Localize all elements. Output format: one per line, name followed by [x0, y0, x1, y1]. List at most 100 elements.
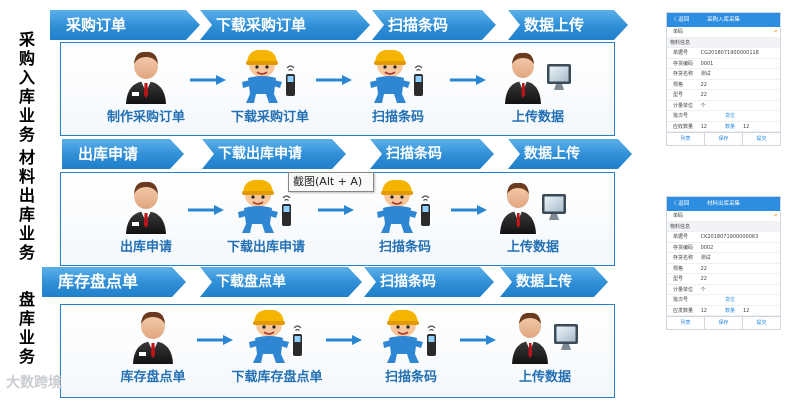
field-label: 应发数量 — [673, 307, 694, 314]
field-label: 规格 — [673, 81, 684, 88]
field-label: 数量 — [725, 307, 736, 314]
flow-arrow — [451, 200, 487, 215]
stage-banner: 采购订单 — [50, 10, 200, 40]
scan-row[interactable]: 单码⌗ — [667, 27, 780, 38]
form-row[interactable]: 批次号 货位 — [667, 295, 780, 306]
mobile-title: 材料出库采集 — [706, 201, 740, 207]
scan-icon[interactable]: ⌗ — [774, 29, 777, 35]
workflow-step: 扫描条码 — [346, 308, 476, 385]
step-caption: 下载库存盘点单 — [231, 370, 323, 385]
mobile-title: 采购入库采集 — [706, 17, 740, 23]
mobile-header: 〈 返回 采购入库采集 — [667, 13, 780, 27]
workflow-step: 制作采购订单 — [81, 48, 211, 125]
scanner-worker-icon — [333, 48, 463, 104]
form-row[interactable]: 存货编码 0002 — [667, 243, 780, 253]
form-row[interactable]: 计量单位 个 — [667, 101, 780, 111]
field-value: 测试 — [700, 71, 711, 77]
workflow-step: 扫描条码 — [340, 178, 470, 255]
form-row[interactable]: 批次号 货位 — [667, 111, 780, 122]
mobile-footer: 列表保存 提交 — [667, 316, 780, 329]
field-label: 应收数量 — [673, 123, 694, 130]
workflow-step: 库存盘点单 — [88, 308, 218, 385]
form-row[interactable]: 存货名称 测试 — [667, 69, 780, 80]
stage-banner: 扫描条码 — [372, 10, 496, 40]
stage-banner: 下载采购订单 — [200, 10, 370, 40]
form-row[interactable]: 单据号 CK2018071900000063 — [667, 232, 780, 243]
form-row[interactable]: 存货编码 0001 — [667, 59, 780, 69]
form-row[interactable]: 型号 22 — [667, 90, 780, 101]
stage-banner: 下载出库申请 — [202, 139, 346, 169]
field-label: 数量 — [725, 123, 736, 130]
scanner-worker-icon — [346, 308, 476, 364]
stage-banner: 库存盘点单 — [42, 267, 186, 297]
footer-button[interactable]: 保存 — [705, 317, 743, 329]
field-label: 存货名称 — [673, 71, 694, 77]
section-header: 物料信息 — [667, 221, 780, 232]
step-caption: 上传数据 — [518, 370, 571, 385]
row-side-label: 盘 库 业 务 — [18, 290, 35, 366]
field-value: 12 — [700, 307, 707, 314]
screenshot-tooltip: 截图(Alt + A) — [288, 172, 374, 192]
workflow-step: 上传数据 — [473, 48, 603, 125]
field-value: 0001 — [700, 60, 714, 67]
footer-button[interactable]: 列表 — [667, 133, 705, 145]
step-caption: 下载出库申请 — [226, 240, 305, 255]
form-row[interactable]: 应发数量 12 数量 12 — [667, 306, 780, 316]
stage-banner: 扫描条码 — [370, 139, 494, 169]
flow-arrow — [190, 70, 226, 85]
row-side-label: 采 购 入 库 业 务 — [18, 30, 35, 144]
field-value: 12 — [743, 307, 750, 314]
scanner-worker-icon — [201, 178, 331, 234]
businessman-icon — [81, 48, 211, 104]
workflow-step: 出库申请 — [81, 178, 211, 255]
form-row[interactable]: 存货名称 测试 — [667, 253, 780, 264]
scan-icon[interactable]: ⌗ — [774, 213, 777, 219]
upload-computer-icon — [480, 308, 610, 364]
step-caption: 制作采购订单 — [106, 110, 185, 125]
step-caption: 出库申请 — [119, 240, 172, 255]
form-row[interactable]: 规格 22 — [667, 80, 780, 90]
field-label: 批次号 — [673, 113, 689, 119]
field-value: 测试 — [700, 255, 711, 261]
workflow-step: 下载库存盘点单 — [212, 308, 342, 385]
field-label: 单据号 — [673, 50, 689, 56]
field-label: 存货编码 — [673, 60, 694, 67]
mobile-form-screen: 〈 返回 采购入库采集 单码⌗ 物料信息 单据号 CG2018071900000… — [666, 12, 781, 146]
field-label: 货位 — [725, 297, 736, 303]
flow-arrow — [460, 330, 496, 345]
back-button[interactable]: 〈 返回 — [671, 17, 690, 23]
stage-banner: 出库申请 — [62, 139, 184, 169]
scan-row[interactable]: 单码⌗ — [667, 211, 780, 222]
workflow-step: 下载采购订单 — [205, 48, 335, 125]
form-row[interactable]: 型号 22 — [667, 274, 780, 285]
step-caption: 上传数据 — [506, 240, 559, 255]
footer-button[interactable]: 列表 — [667, 317, 705, 329]
stage-banner: 下载盘点单 — [200, 267, 362, 297]
flow-arrow — [188, 200, 224, 215]
row-side-label: 材 料 出 库 业 务 — [18, 148, 35, 262]
field-value: CG2018071900000118 — [700, 50, 759, 56]
flow-arrow — [316, 70, 352, 85]
workflow-step: 扫描条码 — [333, 48, 463, 125]
scanner-worker-icon — [212, 308, 342, 364]
form-row[interactable]: 单据号 CG2018071900000118 — [667, 48, 780, 59]
stage-banner: 数据上传 — [508, 139, 632, 169]
form-row[interactable]: 计量单位 个 — [667, 285, 780, 295]
field-label: 规格 — [673, 265, 684, 272]
field-label: 存货名称 — [673, 255, 694, 261]
step-caption: 扫描条码 — [371, 110, 424, 125]
workflow-step: 上传数据 — [480, 308, 610, 385]
field-value: 22 — [700, 276, 707, 282]
field-value: 0002 — [700, 244, 714, 251]
field-label: 货位 — [725, 113, 736, 119]
workflow-step: 下载出库申请 — [201, 178, 331, 255]
form-row[interactable]: 规格 22 — [667, 264, 780, 274]
field-label: 型号 — [673, 276, 684, 282]
mobile-form-screen: 〈 返回 材料出库采集 单码⌗ 物料信息 单据号 CK2018071900000… — [666, 196, 781, 330]
footer-button[interactable]: 提交 — [756, 320, 767, 326]
back-button[interactable]: 〈 返回 — [671, 201, 690, 207]
footer-button[interactable]: 保存 — [705, 133, 743, 145]
field-label: 存货编码 — [673, 244, 694, 251]
footer-button[interactable]: 提交 — [756, 136, 767, 142]
